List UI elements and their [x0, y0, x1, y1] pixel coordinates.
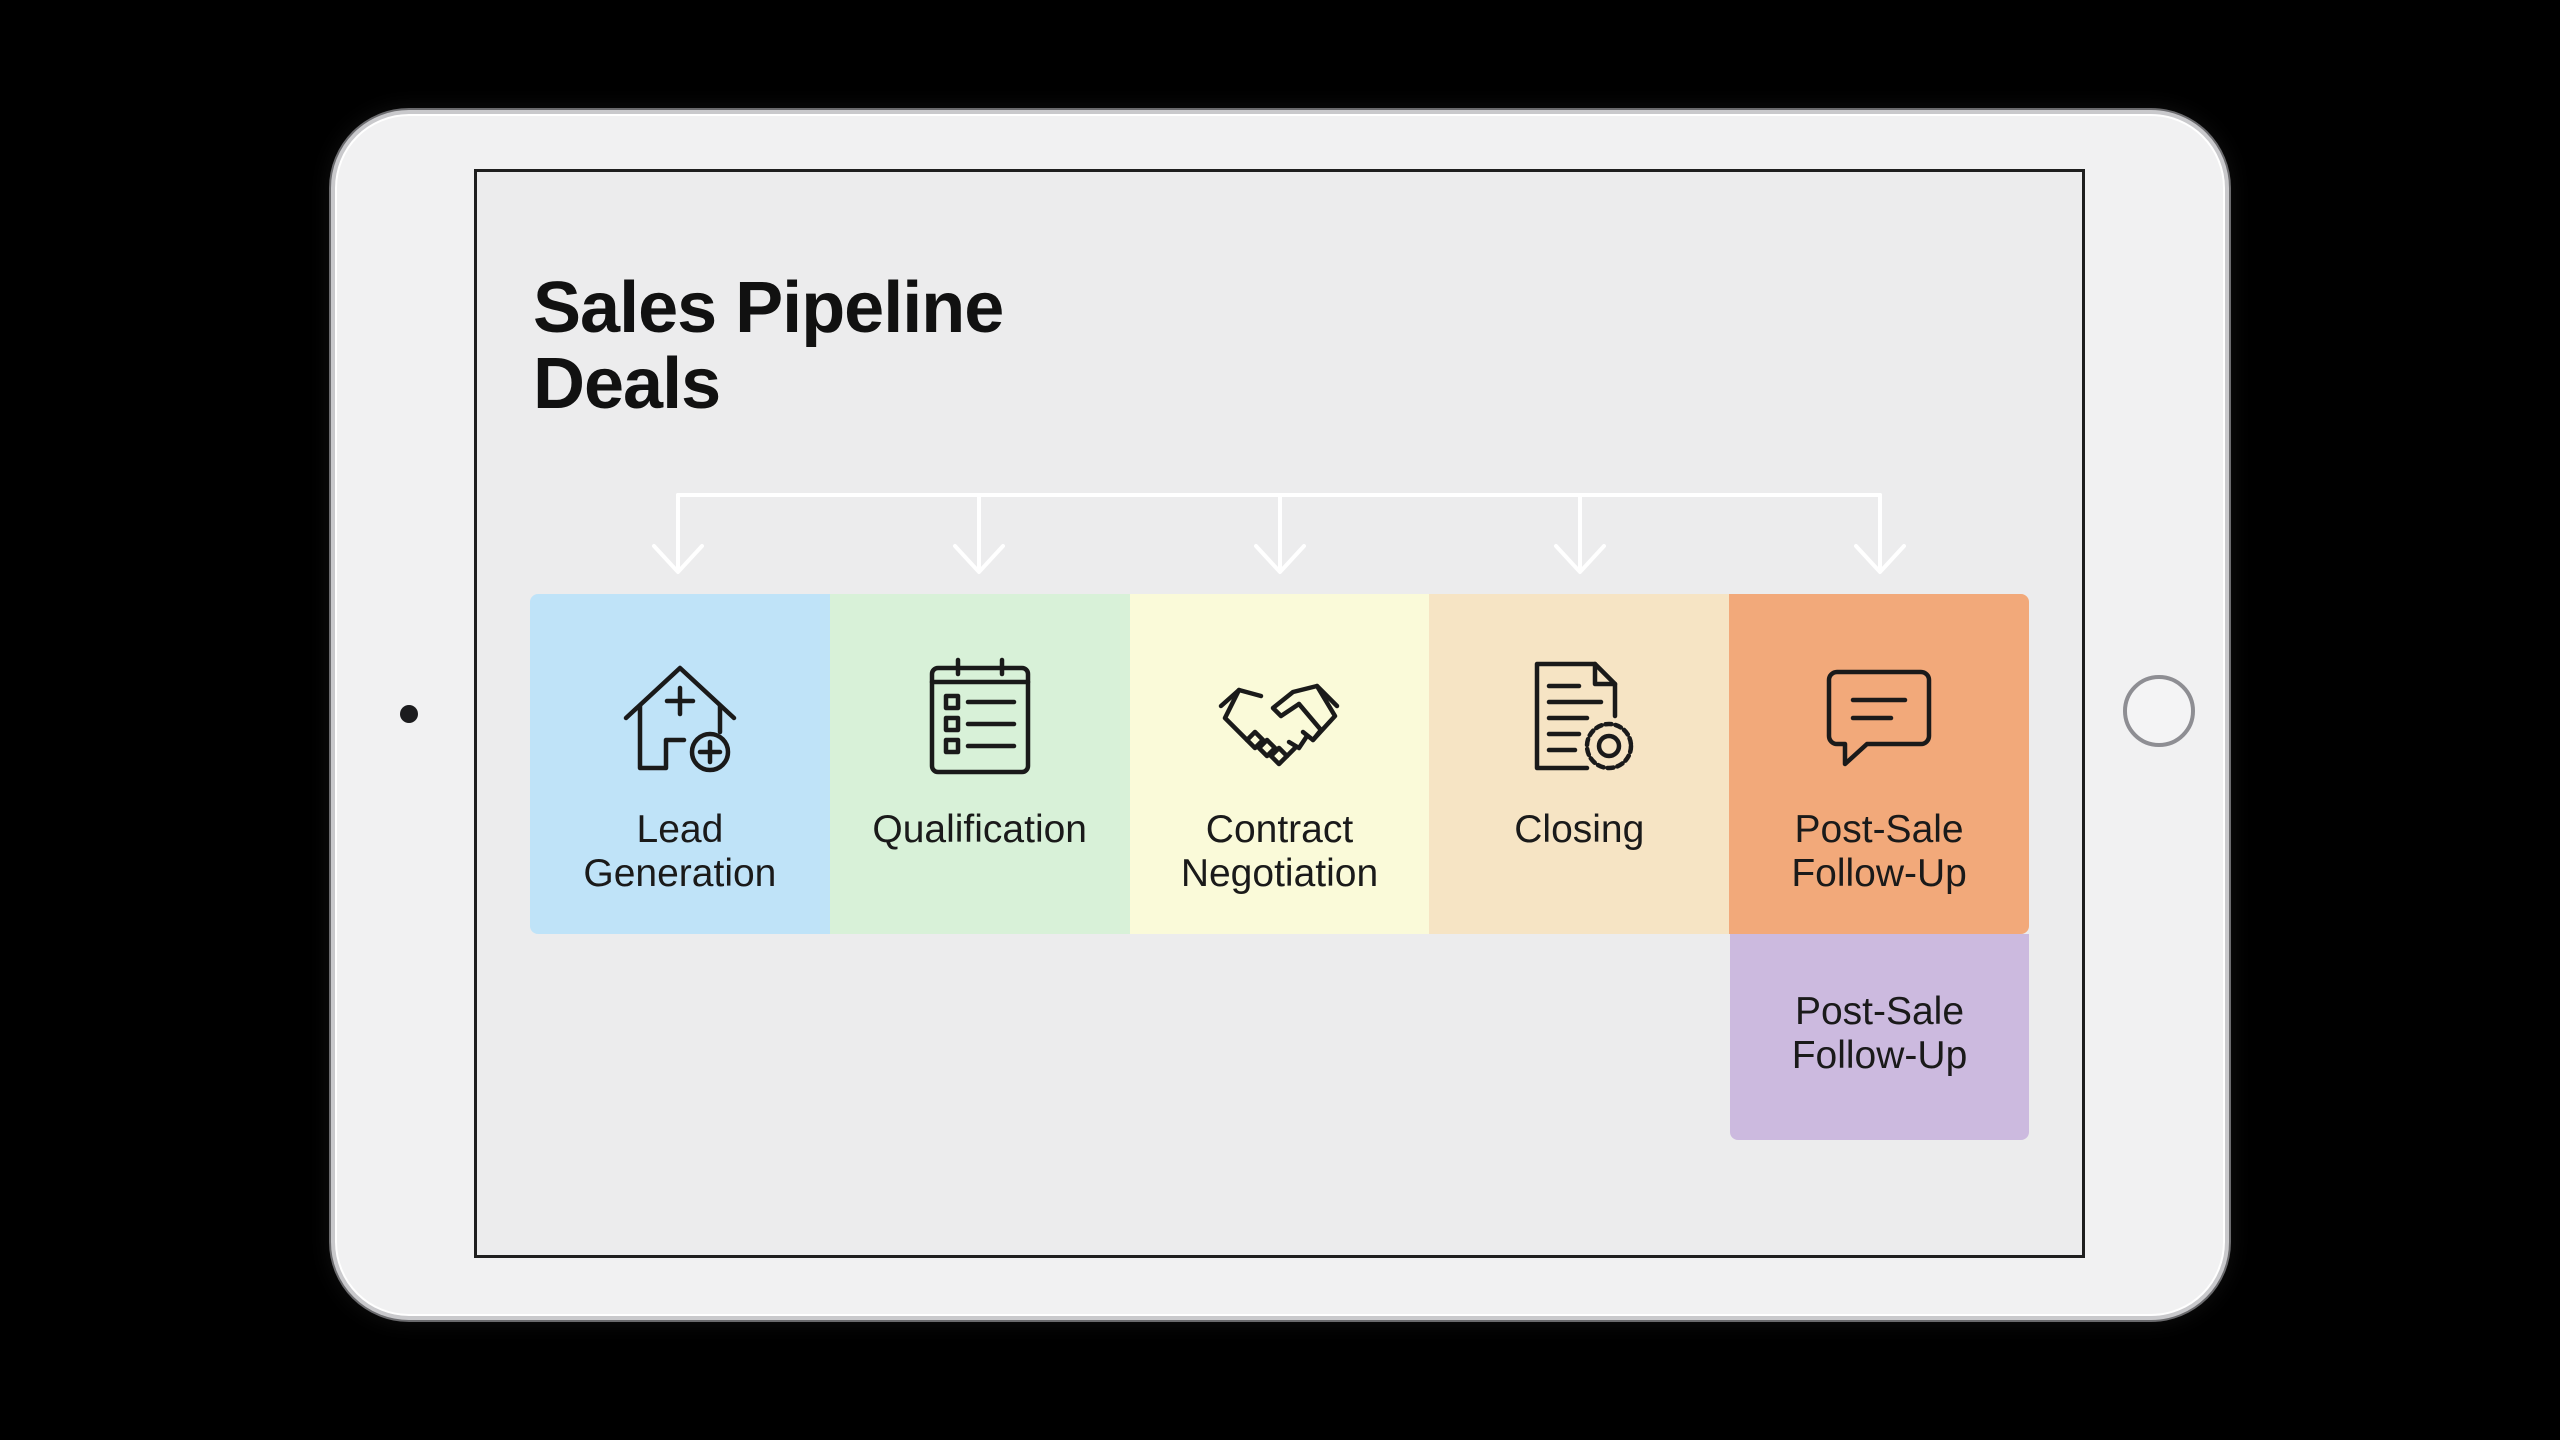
stage-label: Closing: [1514, 808, 1645, 851]
checklist-icon: [918, 656, 1042, 780]
stage-label: Post-Sale Follow-Up: [1791, 990, 1968, 1077]
page-title-line-2: Deals: [533, 344, 721, 424]
pipeline-stages: Lead Generation Qualification: [530, 594, 2029, 934]
stage-label: Lead Generation: [583, 808, 777, 895]
stage-qualification[interactable]: Qualification: [829, 594, 1130, 934]
page-title-line-1: Sales Pipeline: [533, 268, 1004, 348]
house-plus-icon: [618, 656, 742, 780]
home-button[interactable]: [2123, 675, 2195, 747]
stage-label: Post-Sale Follow-Up: [1791, 808, 1967, 895]
stage-post-sale-follow-up[interactable]: Post-Sale Follow-Up: [1729, 594, 2029, 934]
stage-post-sale-follow-up-secondary[interactable]: Post-Sale Follow-Up: [1730, 934, 2029, 1140]
stage-contract-negotiation[interactable]: Contract Negotiation: [1129, 594, 1430, 934]
page-title: Sales Pipeline Deals: [533, 270, 1233, 422]
document-seal-icon: [1517, 656, 1641, 780]
front-camera: [400, 705, 418, 723]
stage-closing[interactable]: Closing: [1429, 594, 1730, 934]
handshake-icon: [1217, 656, 1341, 780]
stage-label: Contract Negotiation: [1180, 808, 1379, 895]
chat-bubble-icon: [1817, 656, 1941, 780]
stage-label: Qualification: [872, 808, 1087, 851]
stage-lead-generation[interactable]: Lead Generation: [530, 594, 830, 934]
